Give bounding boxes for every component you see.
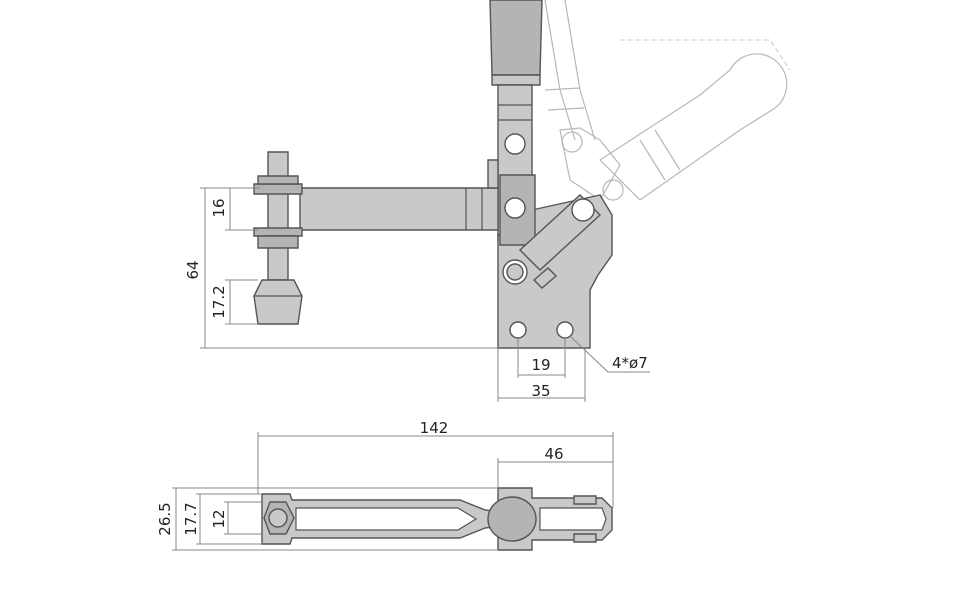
dim-hole-spacing: 19 bbox=[531, 356, 550, 374]
top-view bbox=[261, 487, 613, 551]
dim-spindle-upper: 16 bbox=[210, 198, 228, 217]
dim-total-length: 142 bbox=[420, 419, 449, 437]
top-view-dimensions bbox=[172, 432, 614, 551]
dim-height-total: 64 bbox=[184, 260, 202, 279]
dim-base-width: 35 bbox=[531, 382, 550, 400]
dim-holes: 4*ø7 bbox=[612, 354, 648, 372]
spindle bbox=[267, 151, 289, 281]
front-view bbox=[253, 0, 613, 349]
dim-slot: 12 bbox=[210, 509, 228, 528]
dim-body-length: 46 bbox=[544, 445, 563, 463]
mount-hole-2 bbox=[556, 321, 574, 339]
front-view-dimensions bbox=[200, 187, 650, 402]
mount-hole-1 bbox=[509, 321, 527, 339]
clamp-arm bbox=[299, 187, 499, 231]
dim-width-arm: 17.7 bbox=[182, 502, 200, 535]
dim-spindle-tip: 17.2 bbox=[210, 285, 228, 318]
ghost-open-handle bbox=[544, 0, 791, 201]
handle-grip bbox=[489, 0, 543, 76]
spindle-tip bbox=[253, 279, 303, 325]
dim-width-total: 26.5 bbox=[156, 502, 174, 535]
